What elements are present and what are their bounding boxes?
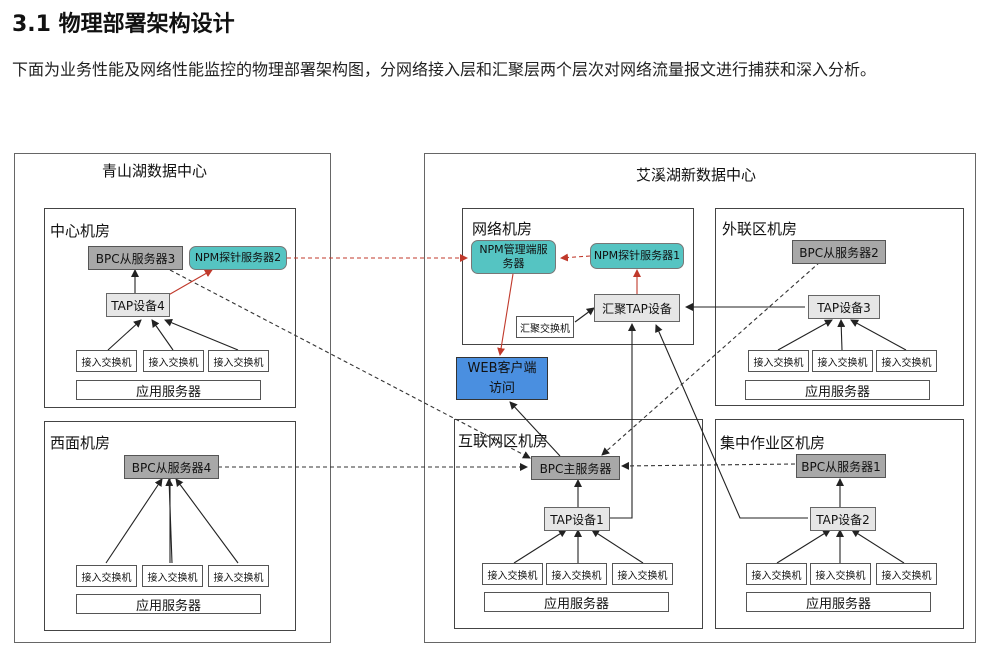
node-tap2: TAP设备2 (810, 507, 876, 531)
room-internet-title: 互联网区机房 (458, 432, 549, 450)
room-ops-title: 集中作业区机房 (720, 434, 826, 452)
node-npm2: NPM探针服务器2 (189, 246, 287, 270)
room-center-title: 中心机房 (50, 222, 111, 240)
node-bpc3: BPC从服务器3 (88, 246, 183, 270)
access-switch: 接入交换机 (208, 565, 269, 587)
section-paragraph: 下面为业务性能及网络性能监控的物理部署架构图，分网络接入层和汇聚层两个层次对网络… (12, 60, 877, 79)
access-switch: 接入交换机 (76, 350, 137, 372)
room-network-title: 网络机房 (472, 220, 533, 238)
access-switch: 接入交换机 (546, 563, 607, 585)
datacenter-qingshanhu-title: 青山湖数据中心 (102, 162, 208, 180)
node-npm-manager: NPM管理端服务器 (471, 240, 556, 274)
access-switch: 接入交换机 (812, 350, 873, 372)
node-agg-tap: 汇聚TAP设备 (594, 294, 680, 322)
datacenter-aixihu-title: 艾溪湖新数据中心 (636, 166, 757, 184)
access-switch: 接入交换机 (810, 563, 871, 585)
access-switch: 接入交换机 (143, 350, 204, 372)
node-agg-switch: 汇聚交换机 (516, 316, 574, 338)
node-bpc4: BPC从服务器4 (124, 455, 219, 479)
access-switch: 接入交换机 (208, 350, 269, 372)
section-heading: 3.1 物理部署架构设计 (12, 12, 235, 37)
node-tap4: TAP设备4 (106, 293, 170, 317)
node-tap3: TAP设备3 (808, 295, 880, 319)
node-web-client: WEB客户端访问 (456, 357, 548, 400)
room-external-title: 外联区机房 (722, 220, 798, 238)
room-west-title: 西面机房 (50, 434, 111, 452)
access-switch: 接入交换机 (482, 563, 543, 585)
node-tap1: TAP设备1 (544, 507, 610, 531)
app-server: 应用服务器 (484, 592, 669, 612)
node-bpc1: BPC从服务器1 (796, 454, 886, 478)
node-bpc-main: BPC主服务器 (531, 456, 620, 480)
access-switch: 接入交换机 (748, 350, 809, 372)
access-switch: 接入交换机 (612, 563, 673, 585)
node-npm1: NPM探针服务器1 (590, 243, 684, 269)
app-server: 应用服务器 (746, 592, 931, 612)
node-bpc2: BPC从服务器2 (792, 240, 886, 264)
access-switch: 接入交换机 (876, 350, 937, 372)
room-network (462, 208, 694, 345)
access-switch: 接入交换机 (746, 563, 807, 585)
access-switch: 接入交换机 (142, 565, 203, 587)
access-switch: 接入交换机 (76, 565, 137, 587)
app-server: 应用服务器 (76, 380, 261, 400)
app-server: 应用服务器 (76, 594, 261, 614)
app-server: 应用服务器 (745, 380, 930, 400)
access-switch: 接入交换机 (876, 563, 937, 585)
room-center (44, 208, 296, 408)
